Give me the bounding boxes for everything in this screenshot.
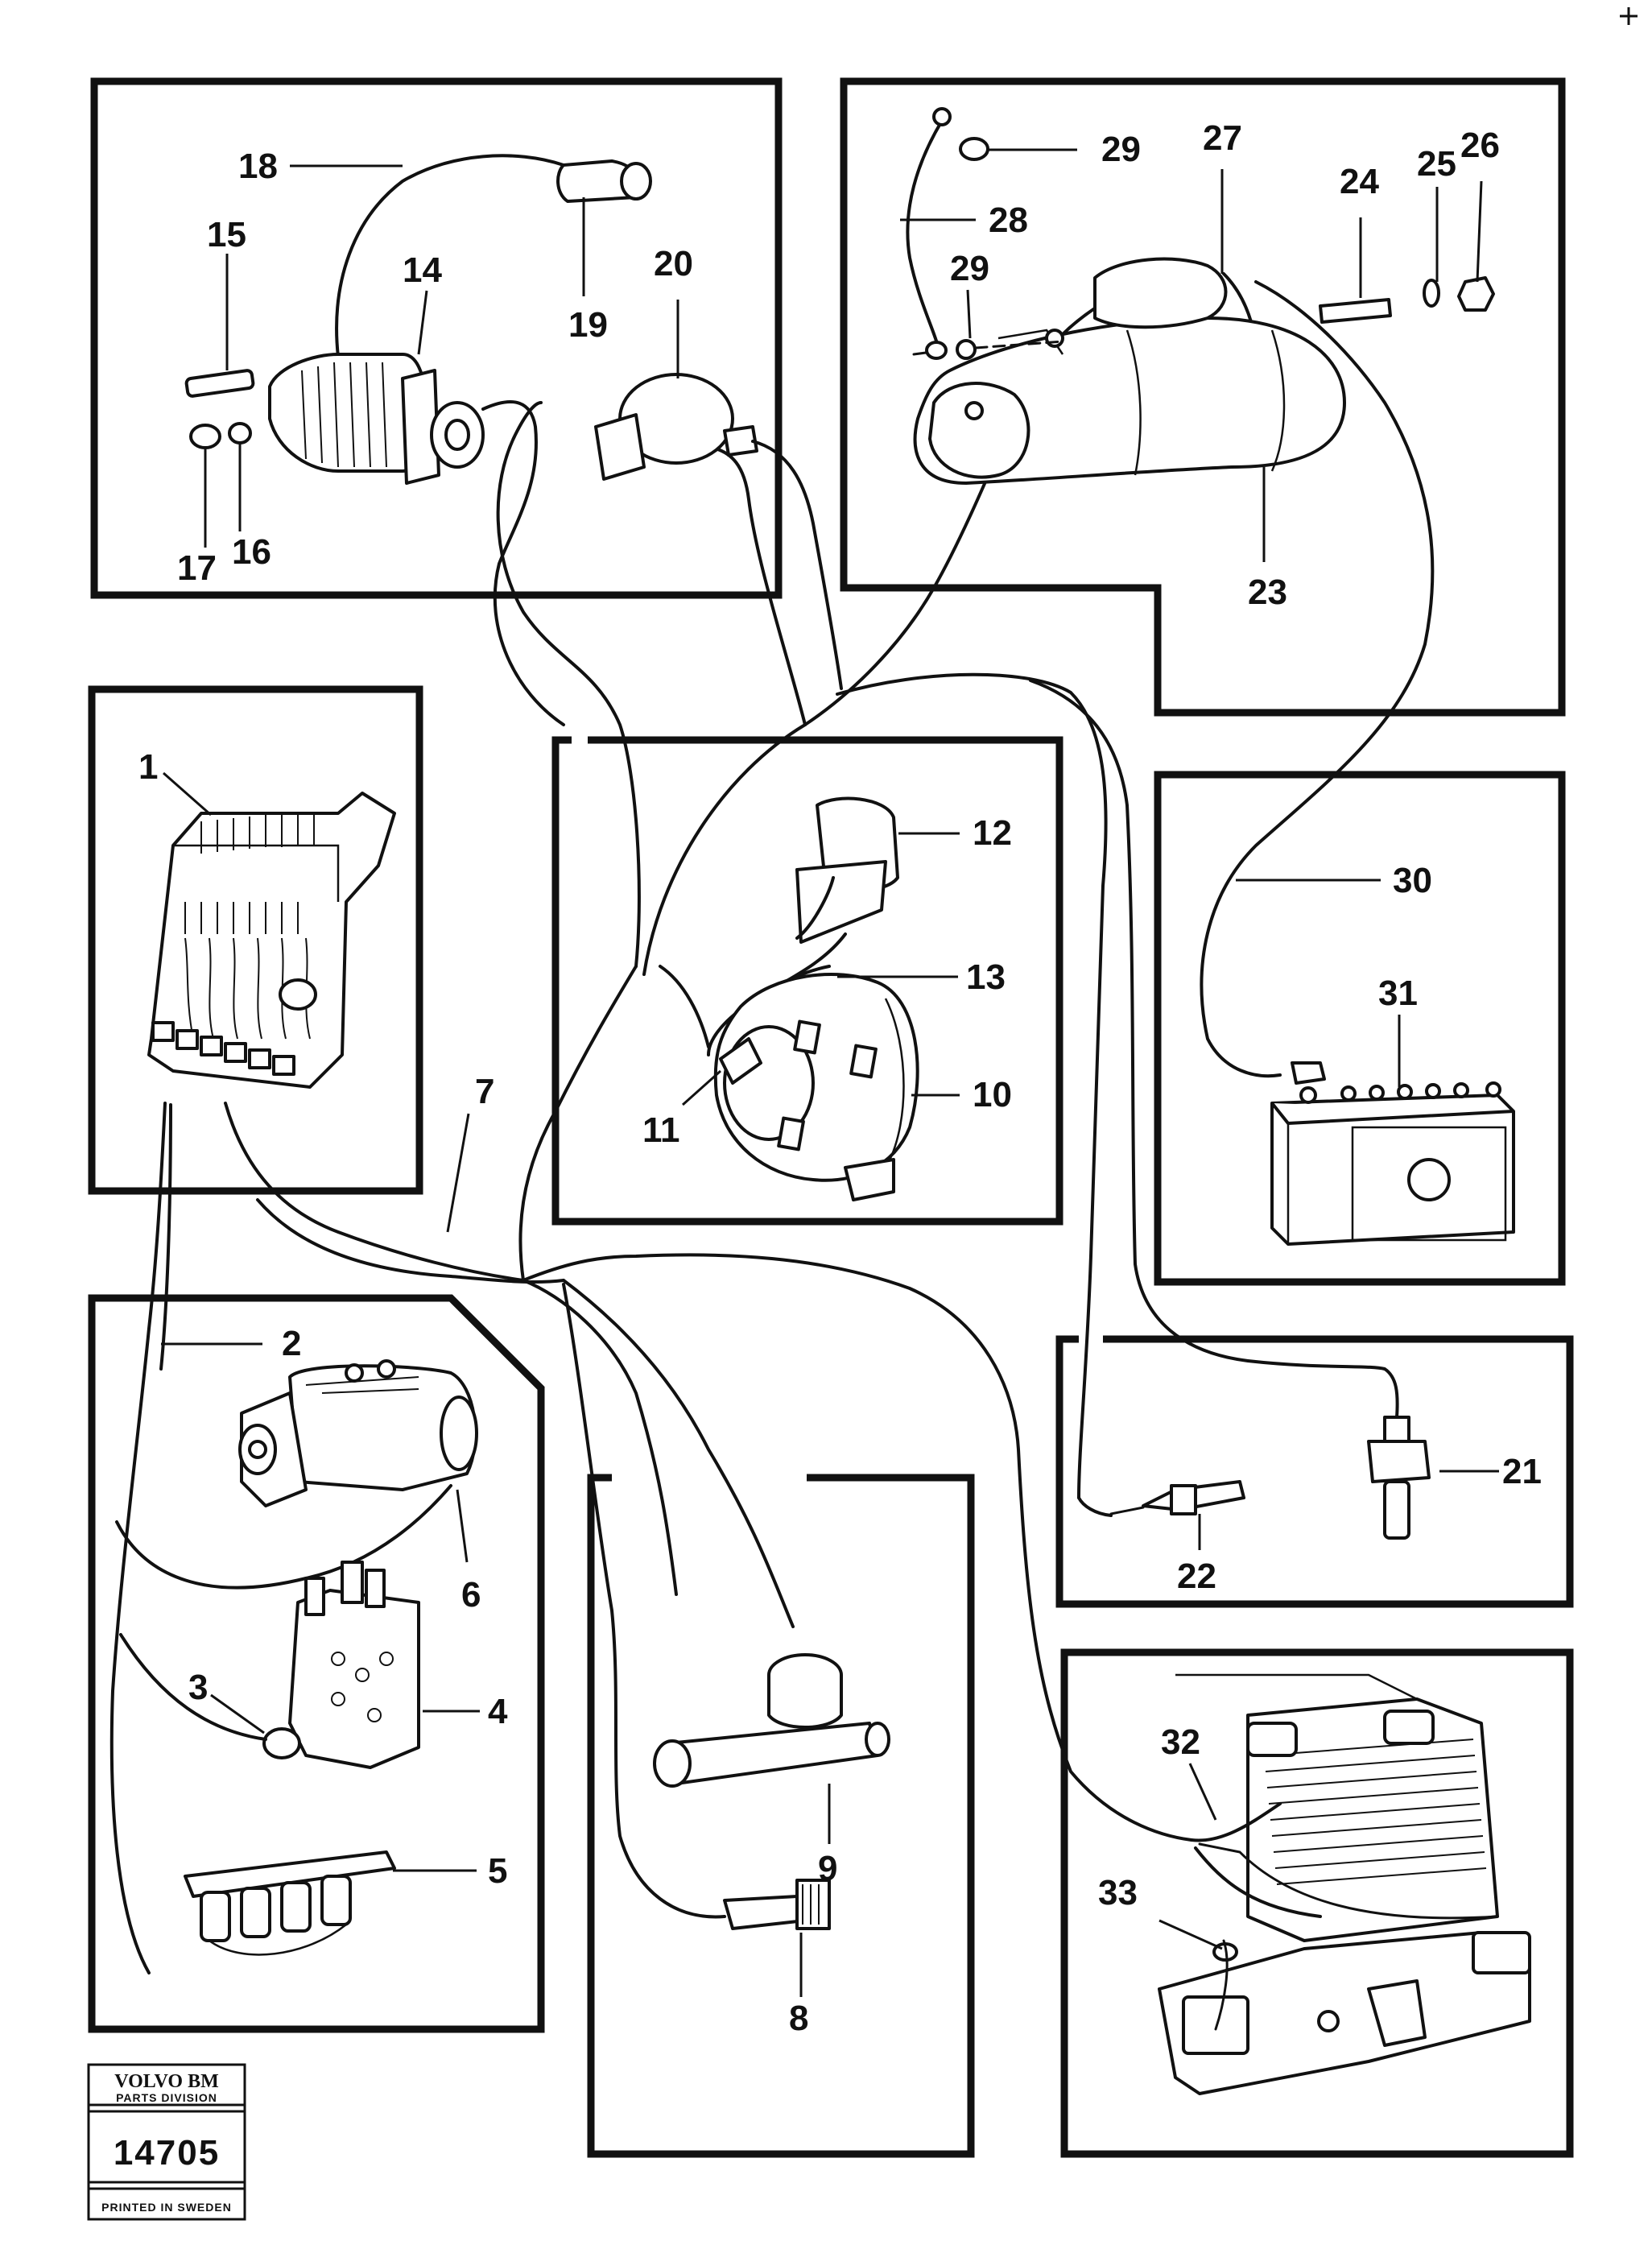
frame-starter-panel <box>840 77 1566 717</box>
temp-sender-assembly <box>1109 1416 1431 1540</box>
frame-injection-panel <box>88 1294 545 2033</box>
callout-9: 9 <box>818 1849 837 1888</box>
registration-mark <box>1620 7 1638 25</box>
frame-sensor-panel <box>587 1474 975 2158</box>
callout-6: 6 <box>461 1575 481 1615</box>
callout-11: 11 <box>642 1110 680 1150</box>
stamp-division: PARTS DIVISION <box>116 2091 217 2104</box>
washer-16 <box>228 422 252 444</box>
callout-26: 26 <box>1460 126 1500 165</box>
lighting-assembly <box>1158 1673 1531 2095</box>
battery-assembly <box>1270 1061 1515 1246</box>
sensor-assembly <box>653 1653 890 1930</box>
wiring-harness <box>109 272 1435 1974</box>
frame-battery-panel <box>1154 771 1566 1286</box>
callout-1: 1 <box>138 747 158 787</box>
callout-29-lower: 29 <box>950 249 989 288</box>
callout-leaders <box>161 148 1499 1997</box>
alternator-10 <box>713 973 919 1201</box>
callout-4: 4 <box>488 1692 508 1731</box>
callout-30: 30 <box>1393 861 1432 900</box>
callout-3: 3 <box>188 1668 208 1707</box>
callout-5: 5 <box>488 1851 507 1891</box>
callout-28: 28 <box>989 201 1028 240</box>
callout-25: 25 <box>1417 144 1456 184</box>
callout-14: 14 <box>403 250 442 290</box>
panel-frames <box>88 77 1574 2158</box>
callout-15: 15 <box>207 215 246 254</box>
callout-33: 33 <box>1098 1873 1138 1912</box>
callout-19: 19 <box>568 305 608 345</box>
frame-alternator-panel <box>551 736 1063 1226</box>
callout-21: 21 <box>1502 1452 1542 1491</box>
stamp-brand: VOLVO BM <box>114 2071 219 2092</box>
frame-solenoid-panel <box>90 77 783 599</box>
washer-25 <box>1423 279 1440 308</box>
callout-12: 12 <box>973 813 1012 853</box>
washer-29-low <box>956 339 977 360</box>
washer-29-top <box>959 137 989 161</box>
callout-16: 16 <box>232 532 271 572</box>
frame-temp-sender-panel <box>1055 1335 1574 1608</box>
callout-31: 31 <box>1378 974 1418 1013</box>
pressure-sensor-9 <box>653 1653 890 1788</box>
callout-23: 23 <box>1248 573 1287 612</box>
cable-28 <box>906 119 944 348</box>
callout-labels: 1 2 3 4 5 6 7 8 9 10 11 12 13 14 15 16 1… <box>138 118 1542 2038</box>
stamp-printed: PRINTED IN SWEDEN <box>101 2201 232 2214</box>
sender-21 <box>1367 1416 1431 1540</box>
callout-22: 22 <box>1177 1557 1216 1596</box>
connector-11 <box>719 1037 762 1085</box>
callout-24: 24 <box>1340 162 1379 201</box>
callout-2: 2 <box>282 1324 301 1363</box>
stamp-number: 14705 <box>114 2133 220 2173</box>
callout-13: 13 <box>966 957 1006 997</box>
callout-20: 20 <box>654 244 693 283</box>
sender-22 <box>1109 1480 1245 1515</box>
parts-division-stamp: VOLVO BM PARTS DIVISION 14705 PRINTED IN… <box>87 2063 246 2221</box>
callout-27: 27 <box>1203 118 1242 158</box>
pressure-switch-20 <box>594 373 843 690</box>
callout-32: 32 <box>1161 1722 1200 1762</box>
temp-switch-8 <box>723 1879 831 1930</box>
plug-19 <box>556 159 652 203</box>
callout-8: 8 <box>789 1999 808 2038</box>
starter-motor-assembly <box>906 107 1495 485</box>
frame-fusebox-panel <box>88 685 423 1195</box>
frame-lighting-panel <box>1060 1648 1574 2158</box>
stud-24 <box>1319 298 1392 324</box>
nut-17 <box>189 424 221 449</box>
callout-18: 18 <box>238 147 278 186</box>
callout-10: 10 <box>973 1075 1012 1114</box>
injection-assembly <box>115 1359 478 1956</box>
fuse-box-assembly <box>147 792 396 1089</box>
callout-17: 17 <box>177 548 217 588</box>
screw-15 <box>184 369 255 398</box>
solenoid-assembly <box>184 154 843 726</box>
nut-26 <box>1457 276 1495 312</box>
callout-29-upper: 29 <box>1101 130 1141 169</box>
alternator-assembly <box>707 796 919 1201</box>
callout-7: 7 <box>475 1072 494 1111</box>
